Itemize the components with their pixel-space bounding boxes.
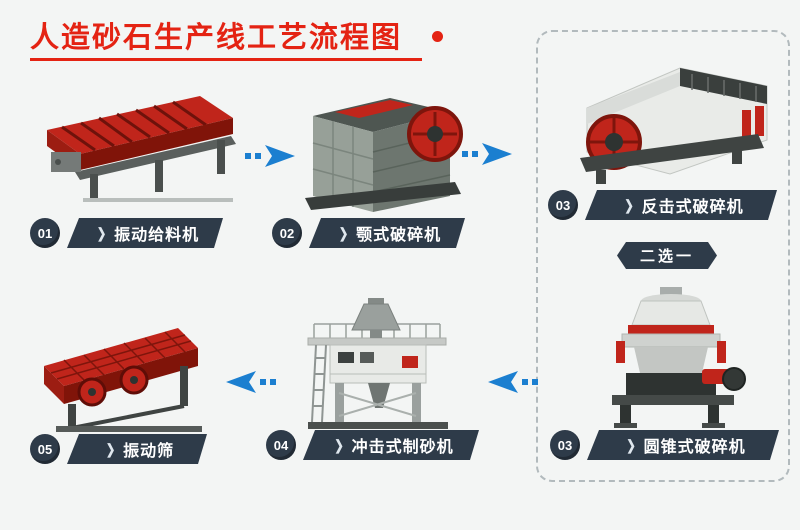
jaw-crusher-illustration	[305, 98, 463, 212]
vibrating-screen-illustration	[44, 328, 202, 432]
vibrating-feeder-illustration	[47, 96, 236, 202]
sand-making-machine-illustration	[307, 298, 448, 429]
stage-label-03-impact: 03 ❯ 反击式破碎机	[548, 190, 777, 220]
stage-ribbon: ❯ 冲击式制砂机	[303, 430, 479, 460]
stage-name: 冲击式制砂机	[351, 439, 454, 456]
stage-name: 反击式破碎机	[641, 199, 744, 216]
stage-name: 振动筛	[123, 443, 175, 460]
choice-banner-label: 二选一	[639, 248, 694, 265]
cone-crusher-illustration	[612, 287, 746, 428]
stage-number-badge: 03	[548, 190, 578, 220]
choice-banner: 二选一	[617, 242, 717, 269]
stage-label-03-cone: 03 ❯ 圆锥式破碎机	[550, 430, 779, 460]
stage-number-badge: 05	[30, 434, 60, 464]
stage-name: 圆锥式破碎机	[643, 439, 746, 456]
stage-number-badge: 02	[272, 218, 302, 248]
stage-ribbon: ❯ 振动给料机	[67, 218, 223, 248]
stage-ribbon: ❯ 圆锥式破碎机	[587, 430, 779, 460]
stage-number-badge: 03	[550, 430, 580, 460]
stage-label-04: 04 ❯ 冲击式制砂机	[266, 430, 479, 460]
stage-label-02: 02 ❯ 颚式破碎机	[272, 218, 465, 248]
stage-label-05: 05 ❯ 振动筛	[30, 434, 207, 464]
stage-name: 振动给料机	[114, 227, 200, 244]
chevron-right-icon: ❯	[105, 442, 117, 458]
stage-label-01: 01 ❯ 振动给料机	[30, 218, 223, 248]
page-title: 人造砂石生产线工艺流程图	[30, 22, 403, 54]
impact-crusher-illustration	[580, 67, 768, 184]
chevron-right-icon: ❯	[334, 438, 345, 454]
chevron-right-icon: ❯	[96, 226, 108, 242]
title-underline	[30, 58, 422, 61]
stage-ribbon: ❯ 反击式破碎机	[585, 190, 777, 220]
stage-number-badge: 01	[30, 218, 60, 248]
flow-arrow-right-1-icon	[245, 145, 295, 167]
stage-ribbon: ❯ 振动筛	[67, 434, 207, 464]
chevron-right-icon: ❯	[626, 438, 637, 454]
stage-name: 颚式破碎机	[356, 227, 442, 244]
chevron-right-icon: ❯	[624, 198, 635, 214]
flow-arrow-left-2-icon	[226, 371, 276, 393]
flow-arrow-right-2-icon	[462, 143, 512, 165]
title-dot	[432, 31, 443, 42]
chevron-right-icon: ❯	[338, 226, 350, 242]
stage-number-badge: 04	[266, 430, 296, 460]
stage-ribbon: ❯ 颚式破碎机	[309, 218, 465, 248]
choice-group-box	[536, 30, 790, 482]
flow-arrow-left-1-icon	[488, 371, 538, 393]
